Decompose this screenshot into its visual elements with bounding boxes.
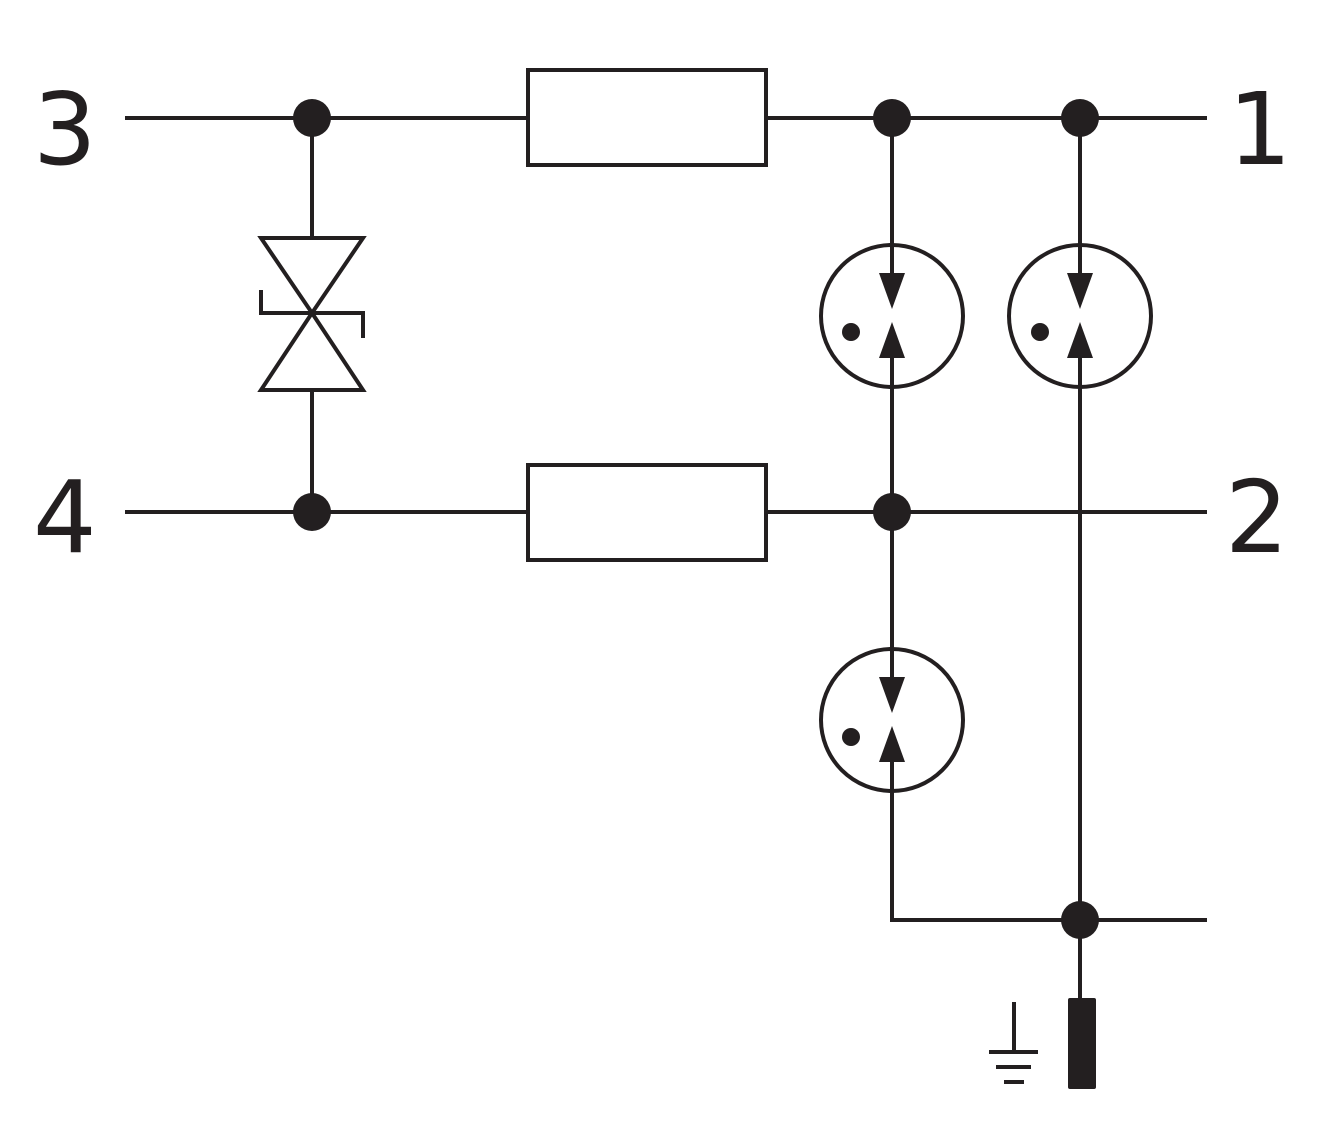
terminal-label-1: 1 [1228,71,1292,188]
gas-discharge-tube-2 [1007,243,1153,389]
gdt-electrode-arrow-up [879,322,905,358]
earth-ground-icon [989,1002,1038,1084]
junction-dot [1061,901,1099,939]
gdt-electrode-arrow-down [879,273,905,309]
gdt-electrode-arrow-down [1067,273,1093,309]
ground-terminal-bar [1068,998,1096,1089]
gdt-electrode-arrow-up [1067,322,1093,358]
terminal-label-3: 3 [33,71,97,188]
gas-discharge-tube-1 [819,243,965,389]
junction-dot [873,493,911,531]
junction-dot [873,99,911,137]
junction-dot [293,99,331,137]
resistor-top [526,68,768,167]
junction-dot [293,493,331,531]
resistor-bottom [526,463,768,562]
gdt-electrode-arrow-down [879,677,905,713]
tvs-diode-bidirectional [257,118,367,512]
junction-dot [1061,99,1099,137]
terminal-label-4: 4 [33,459,97,576]
gas-discharge-tube-3 [819,647,965,793]
terminal-label-2: 2 [1225,459,1289,576]
gdt-electrode-arrow-up [879,726,905,762]
gdt-branch-left [890,118,1207,922]
